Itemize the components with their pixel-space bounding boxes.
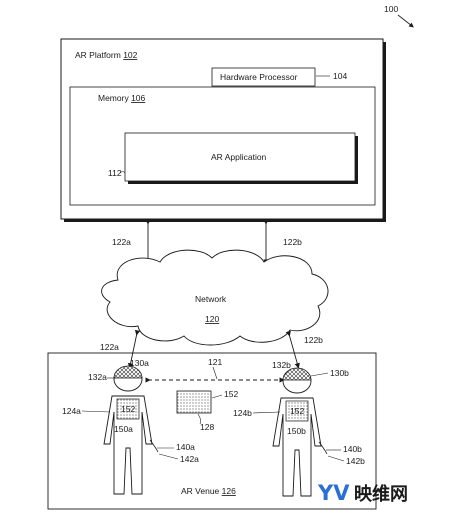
- user-left-body-leader: [81, 410, 111, 413]
- venue-display-ref-leader: [197, 413, 201, 425]
- user-right-screen-label: 152: [290, 406, 304, 416]
- user-left-body: [103, 395, 153, 495]
- user-right-torso-ref: 150b: [287, 426, 306, 436]
- user-right-screen: [285, 400, 309, 422]
- peer-link-label: 121: [208, 357, 222, 367]
- watermark: YV 映维网: [317, 481, 408, 505]
- user-left-hand2-ref: 142a: [180, 454, 199, 464]
- user-left-hand2-leader: [158, 453, 179, 460]
- venue-display-label: 152: [224, 389, 238, 399]
- network-ref: 120: [205, 314, 219, 324]
- peer-link-leader: [212, 366, 218, 380]
- user-left-torso-ref: 150a: [114, 424, 133, 434]
- platform-title: AR Platform: [75, 50, 121, 60]
- user-right-body-ref: 124b: [233, 408, 252, 418]
- figure-leader-arrow: [397, 14, 414, 28]
- memory-ref: 106: [131, 93, 145, 103]
- user-right-controller: [318, 441, 328, 455]
- user-right-device-leader: [310, 372, 329, 377]
- user-left-headset: [113, 365, 143, 379]
- network-label: Network: [195, 294, 227, 304]
- link-left-top-label: 122a: [112, 237, 131, 247]
- link-left-bottom-label: 122a: [100, 342, 119, 352]
- platform-ref: 102: [123, 50, 137, 60]
- link-left-bottom: [127, 329, 141, 369]
- link-right-bottom-label: 122b: [304, 335, 323, 345]
- user-left-body-ref: 124a: [62, 406, 81, 416]
- hardware-processor-box: [211, 67, 316, 87]
- user-left-device-ref: 130a: [130, 358, 149, 368]
- link-right-top-label: 122b: [283, 237, 302, 247]
- user-left-cam-ref: 132a: [88, 372, 107, 382]
- watermark-logo: YV: [317, 481, 350, 505]
- hardware-processor-label: Hardware Processor: [220, 72, 298, 82]
- user-left-hand1-ref: 140a: [176, 442, 195, 452]
- svg-text:Memory 106: Memory 106: [98, 93, 146, 103]
- ar-application-leader: [119, 171, 126, 174]
- user-right-headset: [282, 367, 312, 381]
- ar-application-ref: 112: [108, 168, 122, 178]
- hardware-processor-ref: 104: [333, 71, 347, 81]
- watermark-text: 映维网: [354, 483, 408, 505]
- user-right-cam-ref: 132b: [272, 360, 291, 370]
- user-left-controller: [149, 439, 159, 453]
- venue-box: [47, 352, 377, 510]
- user-right-hand2-ref: 142b: [346, 456, 365, 466]
- venue-label: AR Venue: [181, 486, 220, 496]
- user-right: 152: [272, 367, 328, 497]
- venue-display-ref: 128: [200, 422, 214, 432]
- network-cloud: [101, 249, 329, 346]
- venue-display-leader: [211, 394, 223, 399]
- user-left-screen-label: 152: [121, 404, 135, 414]
- ar-application-label: AR Application: [211, 152, 267, 162]
- user-right-body-leader: [252, 411, 281, 414]
- memory-title: Memory: [98, 93, 129, 103]
- svg-text:AR Platform 102: AR Platform 102: [75, 50, 138, 60]
- user-right-device-ref: 130b: [330, 368, 349, 378]
- user-right-hand1-ref: 140b: [343, 444, 362, 454]
- user-left: 152: [103, 365, 159, 495]
- venue-ref: 126: [222, 486, 236, 496]
- user-right-hand2-leader: [327, 455, 345, 462]
- link-right-bottom: [285, 330, 300, 369]
- user-left-screen: [116, 398, 140, 420]
- user-right-body: [272, 397, 322, 497]
- ar-application-box: [124, 132, 356, 182]
- figure-number: 100: [384, 4, 398, 14]
- svg-text:AR Venue 126: AR Venue 126: [181, 486, 236, 496]
- venue-display: [176, 390, 212, 414]
